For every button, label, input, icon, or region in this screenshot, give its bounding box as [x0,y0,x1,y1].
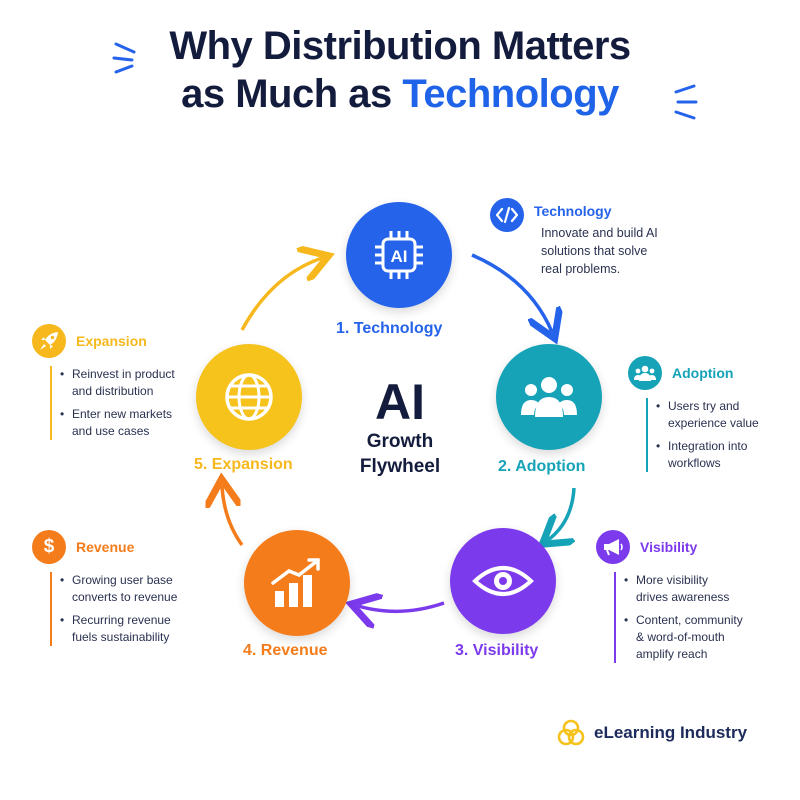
node-adoption [496,344,602,450]
eye-icon [472,566,534,596]
card-technology-line-3: real problems. [541,262,621,276]
bullet-line: workflows [668,456,721,470]
arrow-expansion-to-technology [240,258,322,331]
bar-chart-icon [271,558,320,607]
arrow-visibility-to-revenue [358,603,445,611]
card-technology-line-1: Innovate and build AI [541,226,658,240]
title-left-dashes [112,42,136,74]
megaphone-icon [596,530,630,564]
bullet-line: & word-of-mouth [636,630,725,644]
card-technology-title: Technology [534,203,612,219]
card-technology-line-2: solutions that solve [541,244,648,258]
card-revenue-head: $ Revenue [32,530,222,564]
bullet-line: amplify reach [636,647,708,661]
card-expansion-head: Expansion [32,324,212,358]
center-ai: AI [375,374,425,430]
title-line-2-prefix: as Much as [181,72,403,116]
title-accent: Technology [402,72,619,116]
list-item: Integration into workflows [656,438,788,472]
node-label-adoption: 2. Adoption [498,458,586,475]
card-adoption-title: Adoption [672,365,734,381]
card-visibility-title: Visibility [640,539,698,555]
bullet-line: Recurring revenue [72,613,171,627]
card-visibility-head: Visibility [596,530,786,564]
globe-icon [225,373,273,421]
node-technology: AI [346,202,452,308]
bullet-line: converts to revenue [72,590,178,604]
bullet-line: Users try and [668,399,740,413]
card-expansion-title: Expansion [76,333,147,349]
node-expansion [196,344,302,450]
arrow-adoption-to-visibility [548,487,576,540]
card-adoption-head: Adoption [628,356,788,390]
center-growth: Growth [366,431,434,452]
users-icon [521,377,577,417]
page-title: Why Distribution Matters as Much as Tech… [0,22,800,118]
card-adoption-list: Users try and experience value Integratio… [646,398,788,472]
card-revenue: $ Revenue Growing user base converts to r… [32,530,222,652]
rocket-icon [32,324,66,358]
list-item: Users try and experience value [656,398,788,432]
card-visibility: Visibility More visibility drives awarene… [596,530,786,669]
bullet-line: and use cases [72,424,150,438]
bullet-line: Growing user base [72,573,173,587]
svg-text:AI: AI [391,247,408,266]
bullet-line: Content, community [636,613,743,627]
card-expansion-list: Reinvest in product and distribution Ente… [50,366,212,440]
card-revenue-list: Growing user base converts to revenue Rec… [50,572,222,646]
node-revenue [244,530,350,636]
bullet-line: fuels sustainability [72,630,170,644]
bullet-line: Reinvest in product [72,367,175,381]
ai-chip-icon: AI [375,231,423,279]
list-item: Enter new markets and use cases [60,406,212,440]
node-visibility [450,528,556,634]
bullet-line: experience value [668,416,759,430]
card-adoption: Adoption Users try and experience value I… [628,356,788,478]
card-technology-body: Innovate and build AI solutions that sol… [541,224,690,278]
center-flywheel: Flywheel [359,456,441,477]
card-expansion: Expansion Reinvest in product and distrib… [32,324,212,446]
list-item: Growing user base converts to revenue [60,572,222,606]
brand: eLearning Industry [556,718,747,748]
bullet-line: and distribution [72,384,154,398]
center-label: AI Growth Flywheel [320,375,480,479]
elearning-logo [557,719,585,746]
node-label-revenue: 4. Revenue [243,642,328,659]
bullet-line: Integration into [668,439,748,453]
node-label-visibility: 3. Visibility [455,642,539,659]
list-item: Recurring revenue fuels sustainability [60,612,222,646]
bullet-line: Enter new markets [72,407,173,421]
code-icon [490,198,524,232]
node-label-technology: 1. Technology [336,320,443,337]
users-icon [628,356,662,390]
brand-name: eLearning Industry [594,723,748,742]
card-technology-head: Technology [490,198,690,232]
arrow-technology-to-adoption [471,253,552,332]
list-item: More visibility drives awareness [624,572,786,606]
dollar-glyph: $ [43,536,55,557]
arrow-revenue-to-expansion [222,486,244,547]
list-item: Reinvest in product and distribution [60,366,212,400]
card-revenue-title: Revenue [76,539,135,555]
bullet-line: More visibility [636,573,709,587]
card-visibility-list: More visibility drives awareness Content,… [614,572,786,663]
card-technology: Technology Innovate and build AI solutio… [490,198,690,278]
node-label-expansion: 5. Expansion [194,456,293,473]
title-line-1: Why Distribution Matters [169,24,631,68]
title-line-2: as Much as Technology [0,70,800,118]
title-right-dashes [674,84,698,120]
list-item: Content, community & word-of-mouth amplify… [624,612,786,663]
bullet-line: drives awareness [636,590,730,604]
dollar-icon: $ [32,530,66,564]
